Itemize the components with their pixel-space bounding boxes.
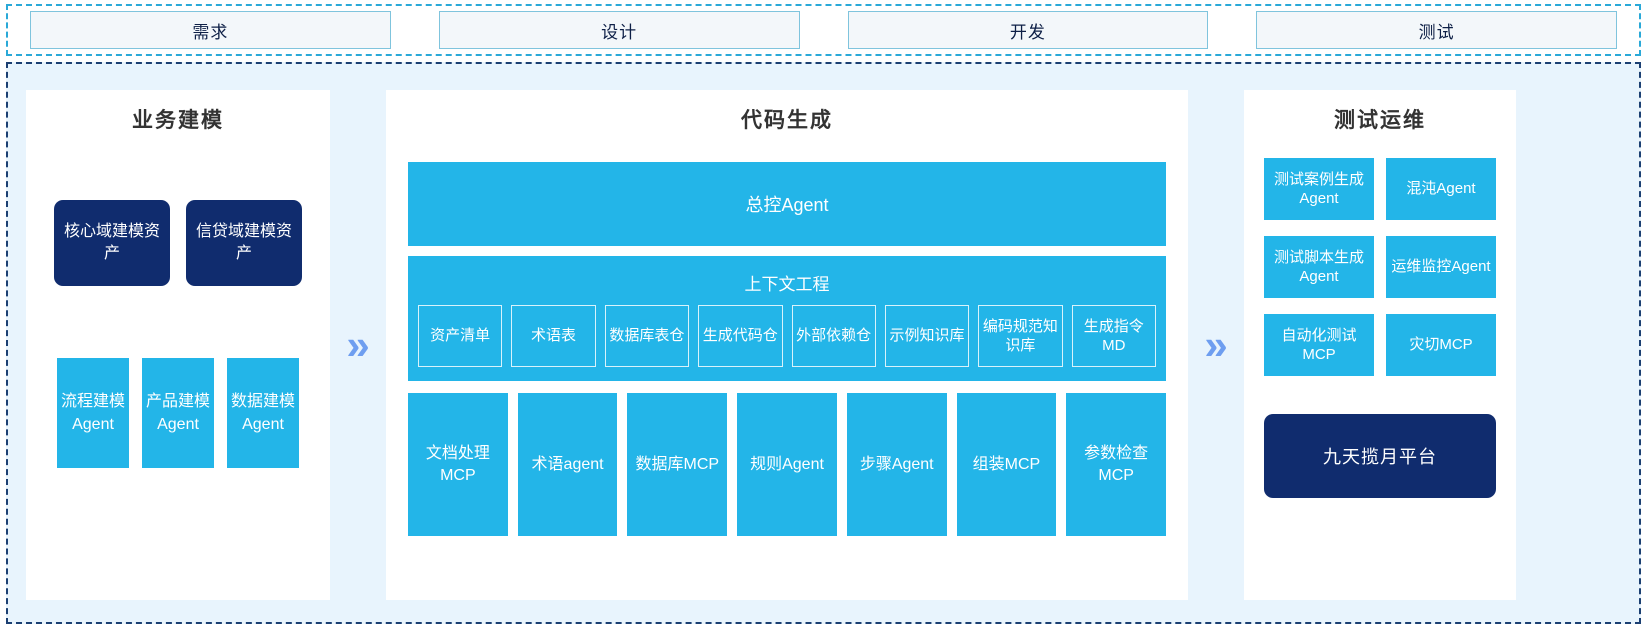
asset-core-domain[interactable]: 核心域建模资产	[54, 200, 170, 286]
phase-box-requirements[interactable]: 需求	[30, 11, 391, 49]
phase-label: 开发	[1009, 22, 1046, 42]
context-items-row: 资产清单 术语表 数据库表仓 生成代码仓 外部依赖仓 示例知识库 编码规范知识库…	[418, 305, 1156, 367]
context-engineering-block: 上下文工程 资产清单 术语表 数据库表仓 生成代码仓 外部依赖仓 示例知识库 编…	[408, 256, 1166, 381]
phase-box-testing[interactable]: 测试	[1256, 11, 1617, 49]
phase-strip: 需求 设计 开发 测试	[6, 4, 1641, 56]
ops-chaos-agent[interactable]: 混沌Agent	[1386, 158, 1496, 220]
tool-glossary-agent[interactable]: 术语agent	[517, 393, 618, 536]
ops-test-case-generation-agent[interactable]: 测试案例生成Agent	[1264, 158, 1374, 220]
context-item-external-dependency-repo[interactable]: 外部依赖仓	[791, 305, 876, 367]
modeling-agents-row: 流程建模Agent 产品建模Agent 数据建模Agent	[57, 358, 299, 468]
main-container: 业务建模 核心域建模资产 信贷域建模资产 流程建模Agent 产品建模Agent…	[6, 62, 1641, 624]
chevron-right-icon-left: »	[330, 90, 386, 600]
chevron-glyph: »	[346, 321, 370, 368]
context-item-example-knowledge-base[interactable]: 示例知识库	[884, 305, 970, 367]
phase-label: 需求	[192, 22, 229, 42]
test-ops-grid: 测试案例生成Agent 混沌Agent 测试脚本生成Agent 运维监控Agen…	[1264, 158, 1496, 376]
code-generation-body: 总控Agent 上下文工程 资产清单 术语表 数据库表仓 生成代码仓 外部依赖仓…	[386, 134, 1188, 536]
phase-label: 设计	[601, 22, 638, 42]
phase-box-design[interactable]: 设计	[438, 11, 800, 49]
asset-credit-domain[interactable]: 信贷域建模资产	[186, 200, 302, 286]
context-item-generated-code-repo[interactable]: 生成代码仓	[698, 305, 783, 367]
platform-box[interactable]: 九天揽月平台	[1264, 414, 1496, 498]
panel-test-ops: 测试运维 测试案例生成Agent 混沌Agent 测试脚本生成Agent 运维监…	[1244, 90, 1516, 600]
tool-step-agent[interactable]: 步骤Agent	[846, 393, 947, 536]
tool-database-mcp[interactable]: 数据库MCP	[627, 393, 728, 536]
tool-rule-agent[interactable]: 规则Agent	[737, 393, 837, 536]
ops-test-script-generation-agent[interactable]: 测试脚本生成Agent	[1264, 236, 1374, 298]
agent-product-modeling[interactable]: 产品建模Agent	[142, 358, 214, 468]
panel-title-business-modeling: 业务建模	[132, 109, 224, 132]
tools-row: 文档处理MCP 术语agent 数据库MCP 规则Agent 步骤Agent 组…	[408, 393, 1167, 536]
panel-business-modeling: 业务建模 核心域建模资产 信贷域建模资产 流程建模Agent 产品建模Agent…	[26, 90, 330, 600]
phase-label: 测试	[1418, 22, 1455, 42]
agent-data-modeling[interactable]: 数据建模Agent	[227, 358, 299, 468]
business-assets-row: 核心域建模资产 信贷域建模资产	[54, 200, 302, 286]
context-item-db-table-repo[interactable]: 数据库表仓	[604, 305, 690, 367]
panel-title-code-generation: 代码生成	[741, 109, 833, 132]
ops-automated-test-mcp[interactable]: 自动化测试MCP	[1264, 314, 1374, 376]
agent-process-modeling[interactable]: 流程建模Agent	[57, 358, 129, 468]
context-item-glossary[interactable]: 术语表	[511, 305, 596, 367]
context-item-asset-list[interactable]: 资产清单	[418, 305, 503, 367]
context-engineering-title: 上下文工程	[744, 275, 830, 294]
tool-document-processing-mcp[interactable]: 文档处理MCP	[408, 393, 508, 536]
chevron-glyph: »	[1204, 321, 1228, 368]
master-agent-banner[interactable]: 总控Agent	[408, 162, 1166, 246]
ops-monitoring-agent[interactable]: 运维监控Agent	[1386, 236, 1496, 298]
panel-title-test-ops: 测试运维	[1334, 109, 1426, 132]
ops-disaster-switch-mcp[interactable]: 灾切MCP	[1386, 314, 1496, 376]
chevron-right-icon-right: »	[1188, 90, 1244, 600]
context-item-generation-instruction-md[interactable]: 生成指令MD	[1071, 305, 1156, 367]
panel-code-generation: 代码生成 总控Agent 上下文工程 资产清单 术语表 数据库表仓 生成代码仓 …	[386, 90, 1188, 600]
context-item-coding-standard-kb[interactable]: 编码规范知识库	[978, 305, 1063, 367]
tool-parameter-check-mcp[interactable]: 参数检查MCP	[1066, 393, 1167, 536]
tool-assembly-mcp[interactable]: 组装MCP	[956, 393, 1057, 536]
phase-box-development[interactable]: 开发	[847, 11, 1209, 49]
